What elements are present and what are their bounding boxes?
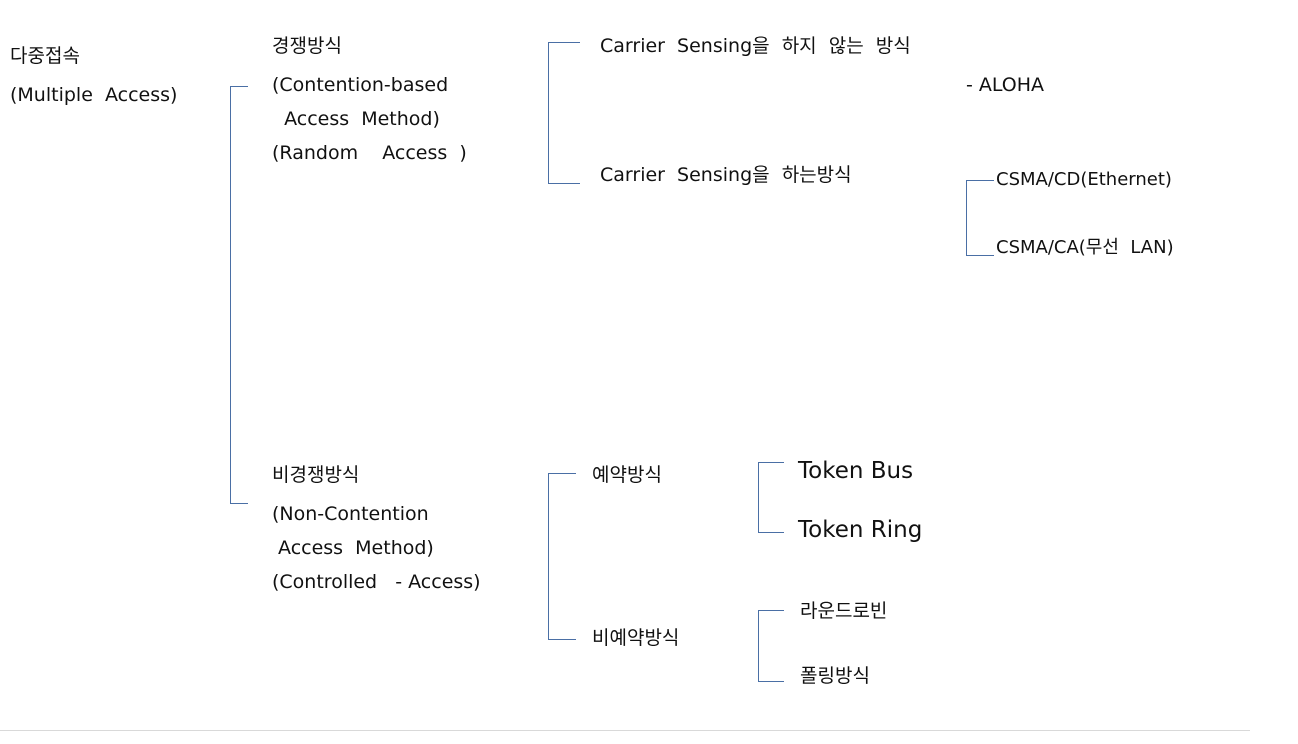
root-connector-top	[230, 86, 248, 87]
contention-line2: Access Method)	[272, 108, 440, 130]
contention-connector-vertical	[548, 42, 549, 184]
sensing-connector-vertical	[966, 180, 967, 256]
non-contention-line3: (Controlled - Access)	[272, 571, 481, 593]
sensing-label: Carrier Sensing을 하는방식	[600, 164, 852, 186]
bottom-divider	[0, 730, 1250, 731]
root-subtitle: (Multiple Access)	[10, 84, 178, 106]
token-bus-label: Token Bus	[798, 458, 914, 484]
contention-connector-top	[548, 42, 580, 43]
non-contention-connector-top	[548, 473, 576, 474]
csma-cd-label: CSMA/CD(Ethernet)	[996, 169, 1172, 190]
non-reservation-connector-top	[758, 610, 784, 611]
root-connector-vertical	[230, 86, 231, 504]
reservation-label: 예약방식	[592, 464, 662, 486]
csma-ca-label: CSMA/CA(무선 LAN)	[996, 237, 1174, 258]
reservation-connector-top	[758, 462, 784, 463]
non-contention-line1: (Non-Contention	[272, 503, 429, 525]
token-ring-label: Token Ring	[798, 517, 923, 543]
polling-label: 폴링방식	[800, 665, 870, 687]
reservation-connector-vertical	[758, 462, 759, 533]
non-contention-connector-vertical	[548, 473, 549, 640]
non-contention-connector-bottom	[548, 639, 576, 640]
non-contention-line2: Access Method)	[272, 537, 434, 559]
non-reservation-label: 비예약방식	[592, 627, 680, 649]
contention-title: 경쟁방식	[272, 35, 342, 57]
reservation-connector-bottom	[758, 532, 784, 533]
contention-line1: (Contention-based	[272, 74, 449, 96]
diagram-canvas: 다중접속 (Multiple Access) 경쟁방식 (Contention-…	[10, 35, 1174, 687]
contention-line3: (Random Access )	[272, 142, 467, 164]
root-title: 다중접속	[10, 45, 80, 67]
sensing-connector-top	[966, 180, 994, 181]
no-sensing-aloha: - ALOHA	[966, 74, 1045, 96]
sensing-connector-bottom	[966, 255, 994, 256]
non-reservation-connector-vertical	[758, 610, 759, 682]
no-sensing-label: Carrier Sensing을 하지 않는 방식	[600, 35, 911, 57]
round-robin-label: 라운드로빈	[800, 600, 888, 622]
non-reservation-connector-bottom	[758, 681, 784, 682]
non-contention-title: 비경쟁방식	[272, 464, 360, 486]
contention-connector-bottom	[548, 183, 580, 184]
root-connector-bottom	[230, 503, 248, 504]
